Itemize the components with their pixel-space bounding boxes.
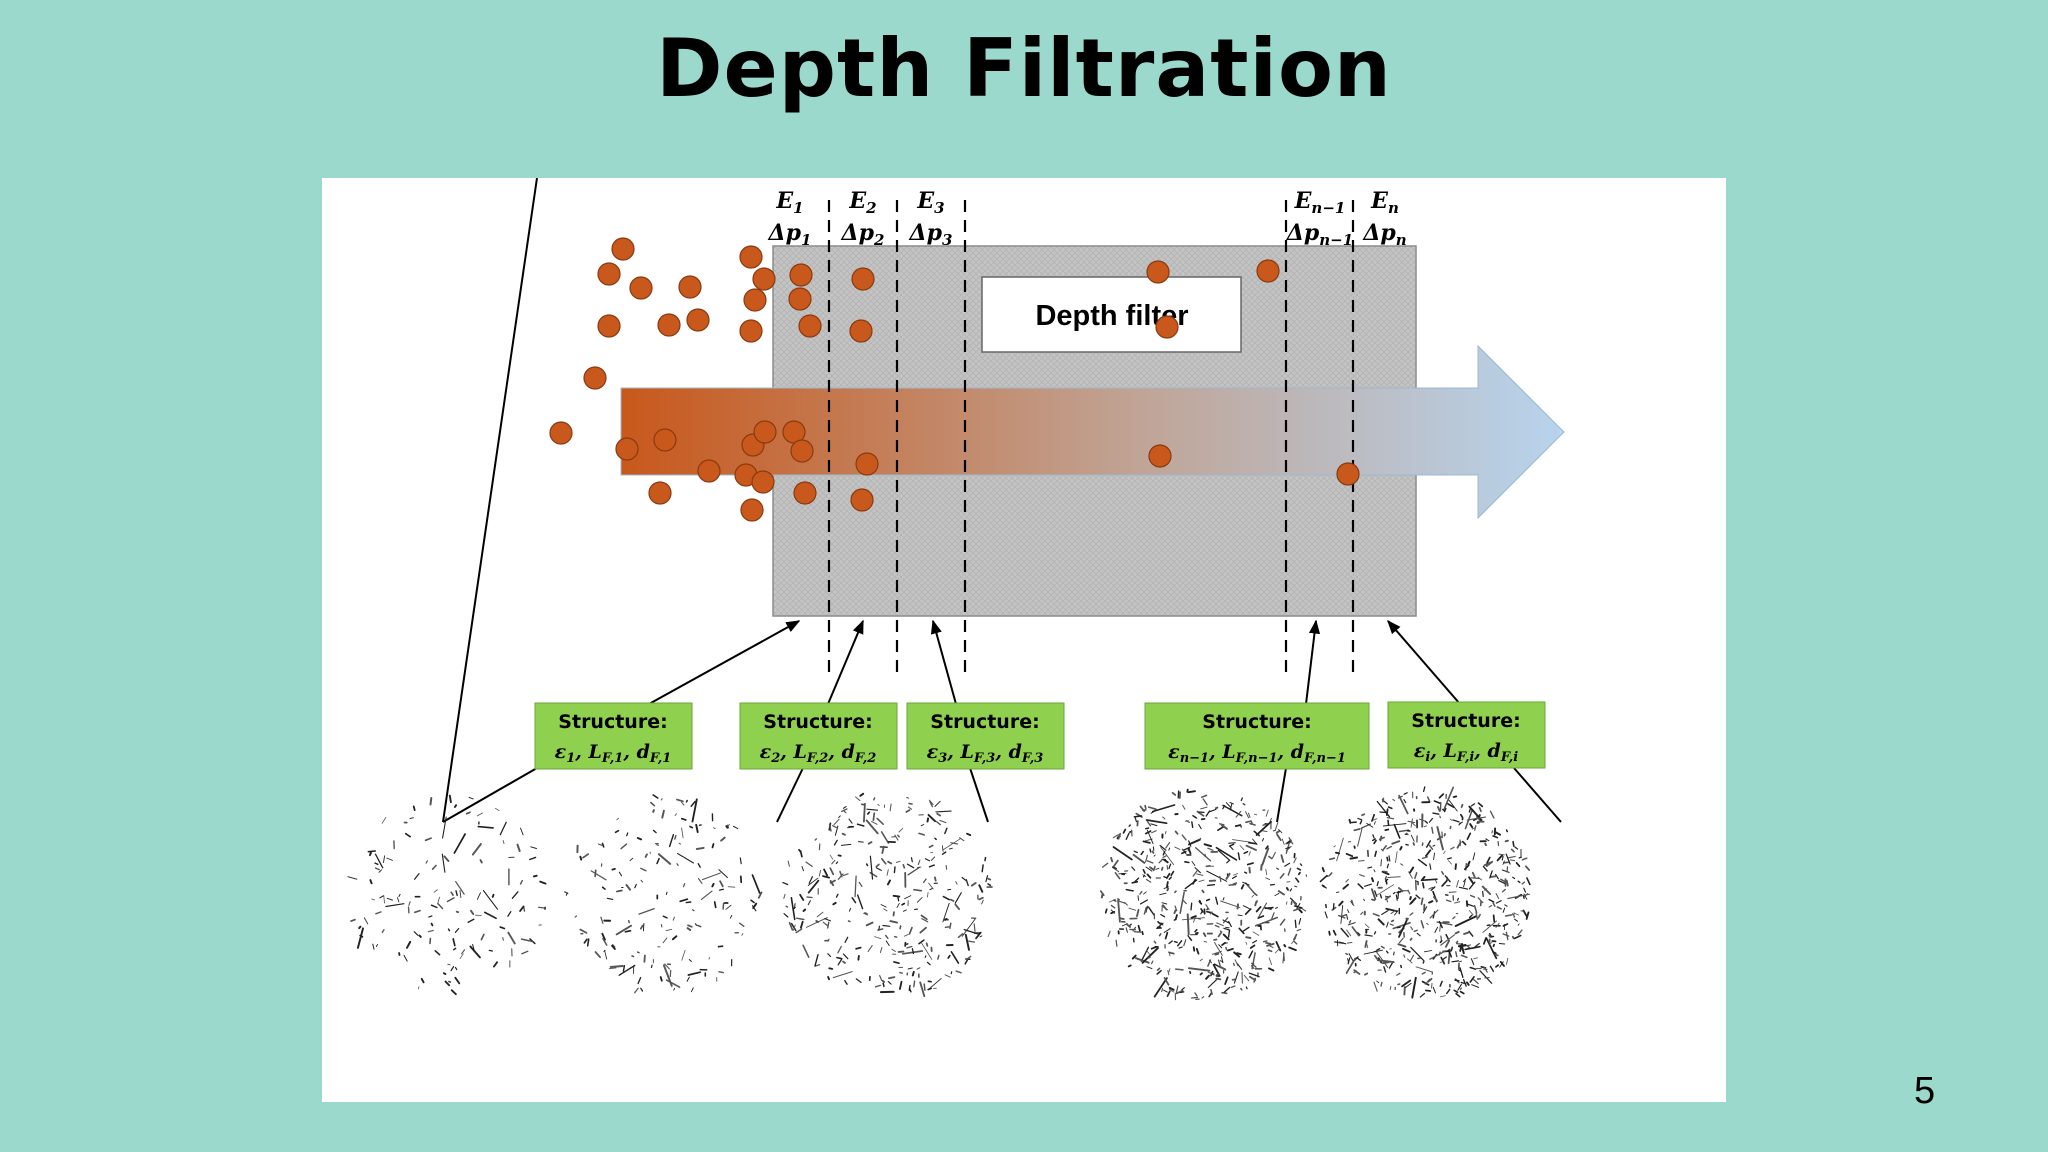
structure-box-bg — [1387, 701, 1546, 769]
particle — [851, 267, 875, 291]
layer-3-pressure-drop: Δp3 — [909, 220, 953, 249]
particle — [753, 420, 777, 444]
structure-box-title: Structure: — [763, 711, 872, 733]
layer-1-efficiency: E1 — [775, 188, 803, 217]
particle — [739, 319, 763, 343]
particle — [678, 275, 702, 299]
image-leader-lines — [442, 178, 1562, 823]
particle — [849, 319, 873, 343]
page-number: 5 — [1914, 1070, 1936, 1112]
particle — [1146, 260, 1170, 284]
structure-box-params: ε3, LF,3, dF,3 — [927, 741, 1044, 766]
layer-3-efficiency: E3 — [916, 188, 944, 217]
layer-labels: E1 Δp1 E2 Δp2 E3 Δp3 En−1 Δpn−1 En Δpn — [768, 188, 1407, 249]
leader-arrows — [648, 619, 1461, 705]
figure-panel: Depth filter E1 Δp1 E2 Δp2 E3 Δp3 En−1 Δ… — [322, 178, 1726, 1102]
structure-box-2: Structure: ε2, LF,2, dF,2 — [739, 702, 898, 770]
structure-box-params: εi, LF,i, dF,i — [1414, 740, 1518, 765]
structure-box-3: Structure: ε3, LF,3, dF,3 — [906, 702, 1065, 770]
particle — [657, 313, 681, 337]
leader-arrow — [827, 619, 864, 705]
particle — [648, 481, 672, 505]
particle — [686, 308, 710, 332]
fiber-microstructure-image — [782, 792, 993, 998]
particle — [597, 314, 621, 338]
particle — [549, 421, 573, 445]
layer-n-minus-1-pressure-drop: Δpn−1 — [1286, 220, 1353, 249]
layer-1-pressure-drop: Δp1 — [768, 220, 812, 249]
image-leader-line — [442, 178, 538, 823]
structure-box-n-minus-1: Structure: εn−1, LF,n−1, dF,n−1 — [1144, 702, 1370, 770]
microstructure-images — [347, 786, 1531, 1001]
layer-n-pressure-drop: Δpn — [1362, 220, 1406, 249]
structure-box-bg — [739, 702, 898, 770]
structure-box-params: ε2, LF,2, dF,2 — [760, 741, 877, 766]
particle — [751, 470, 775, 494]
particle — [798, 314, 822, 338]
image-leader-line — [442, 767, 538, 823]
structure-box-title: Structure: — [558, 711, 667, 733]
layer-2-efficiency: E2 — [848, 188, 876, 217]
particle — [697, 459, 721, 483]
structure-box-title: Structure: — [1411, 710, 1520, 732]
structure-box-i: Structure: εi, LF,i, dF,i — [1387, 701, 1546, 769]
particle — [793, 481, 817, 505]
depth-filter-label-box — [981, 276, 1242, 353]
particle — [615, 437, 639, 461]
fiber-microstructure-image — [1319, 786, 1531, 999]
leader-arrow — [1387, 619, 1461, 705]
image-leader-line — [1513, 767, 1562, 823]
structure-box-bg — [534, 702, 693, 770]
slide-title: Depth Filtration — [656, 22, 1392, 115]
particle — [583, 366, 607, 390]
particle — [788, 287, 812, 311]
layer-2-pressure-drop: Δp2 — [841, 220, 885, 249]
particle — [743, 288, 767, 312]
particle — [740, 498, 764, 522]
particle — [752, 267, 776, 291]
structure-box-title: Structure: — [930, 711, 1039, 733]
particle — [790, 439, 814, 463]
particles — [549, 237, 1360, 522]
structure-box-params: εn−1, LF,n−1, dF,n−1 — [1168, 741, 1346, 766]
image-leader-line — [776, 767, 804, 823]
particle — [1336, 462, 1360, 486]
depth-filtration-diagram: Depth filter E1 Δp1 E2 Δp2 E3 Δp3 En−1 Δ… — [347, 178, 1565, 1001]
structure-box-params: ε1, LF,1, dF,1 — [555, 741, 672, 766]
particle — [1155, 315, 1179, 339]
leader-arrow — [930, 619, 957, 705]
fiber-microstructure-image — [1099, 788, 1308, 1001]
particle — [611, 237, 635, 261]
structure-box-bg — [906, 702, 1065, 770]
layer-n-minus-1-efficiency: En−1 — [1294, 188, 1346, 217]
image-leader-line — [1276, 767, 1287, 823]
structure-box-1: Structure: ε1, LF,1, dF,1 — [534, 702, 693, 770]
particle — [789, 263, 813, 287]
particle — [1148, 444, 1172, 468]
layer-n-efficiency: En — [1370, 188, 1399, 217]
particle — [653, 428, 677, 452]
fiber-microstructure-image — [564, 794, 763, 994]
particle — [597, 262, 621, 286]
particle — [739, 245, 763, 269]
leader-arrow — [648, 620, 801, 705]
structure-box-bg — [1144, 702, 1370, 770]
leader-arrow — [1305, 619, 1321, 705]
particle — [629, 276, 653, 300]
fiber-microstructure-image — [347, 794, 547, 996]
image-leader-line — [969, 767, 989, 823]
particle — [1256, 259, 1280, 283]
particle — [855, 452, 879, 476]
particle — [850, 488, 874, 512]
structure-box-title: Structure: — [1202, 711, 1311, 733]
